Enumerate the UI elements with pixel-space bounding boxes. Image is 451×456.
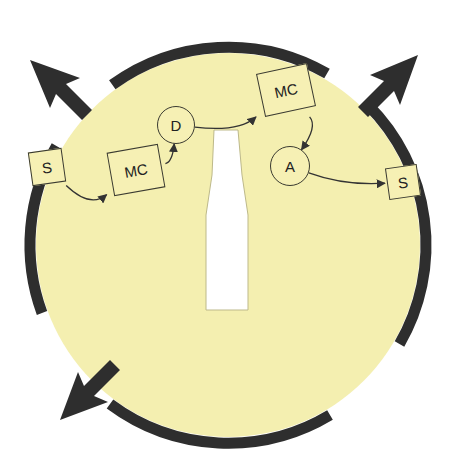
node-label: MC [273,80,299,100]
node-label: S [41,159,53,175]
node-label: MC [123,161,149,180]
yellow-disc [36,53,420,437]
ring-arc-bottom [110,404,330,443]
process-circle: A [270,146,310,186]
flow-arrow [309,173,385,184]
arrowhead-top-left [30,60,92,120]
direction-arrows [30,55,418,420]
station-box: S [385,164,421,200]
flow-arrow [165,144,174,164]
flow-arrow [302,117,313,150]
station-box: S [28,148,66,186]
process-circle: D [157,106,195,144]
ring-arc-right [368,105,426,344]
flow-arrow [66,186,106,200]
node-label: D [171,118,182,133]
arrowhead-bottom-left [60,360,120,420]
flow-arrow [195,117,256,129]
arrowhead-top-right [358,55,418,117]
outer-ring [30,47,426,443]
node-label: A [285,159,295,174]
process-box: MC [107,144,166,196]
node-label: S [397,174,409,190]
keyhole-slot [206,130,248,310]
